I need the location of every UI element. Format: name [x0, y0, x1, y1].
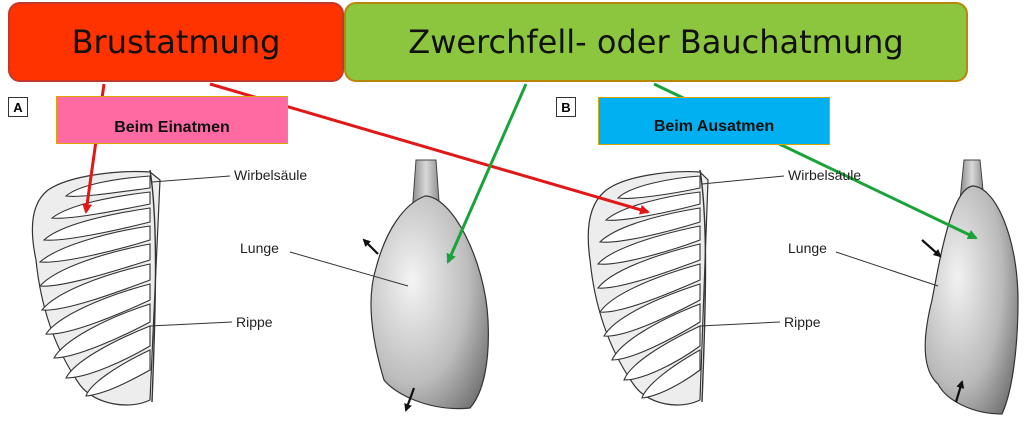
panel-b-letter: B	[556, 97, 576, 117]
rib-label-b: Rippe	[784, 314, 821, 330]
lung-a	[364, 160, 488, 410]
rib-label-a: Rippe	[236, 314, 273, 330]
ribcage-a	[32, 170, 160, 405]
chest-breathing-callout: Brustatmung	[8, 2, 344, 82]
exhale-phase-box: Beim Ausatmen	[598, 97, 830, 145]
exhale-phase-label: Beim Ausatmen	[654, 118, 774, 135]
lung-label-a: Lunge	[240, 240, 279, 256]
lung-label-b: Lunge	[788, 240, 827, 256]
ribcage-b	[588, 170, 708, 405]
spine-label-b: Wirbelsäule	[788, 167, 861, 183]
diaphragm-breathing-label: Zwerchfell- oder Bauchatmung	[408, 23, 903, 61]
diaphragm-breathing-callout: Zwerchfell- oder Bauchatmung	[344, 2, 968, 82]
lung-b	[922, 160, 1018, 414]
inhale-phase-box: Beim Einatmen	[56, 96, 288, 144]
chest-breathing-label: Brustatmung	[72, 23, 281, 61]
spine-label-a: Wirbelsäule	[234, 167, 307, 183]
panel-a-letter: A	[8, 97, 28, 117]
inhale-phase-label: Beim Einatmen	[114, 119, 230, 136]
